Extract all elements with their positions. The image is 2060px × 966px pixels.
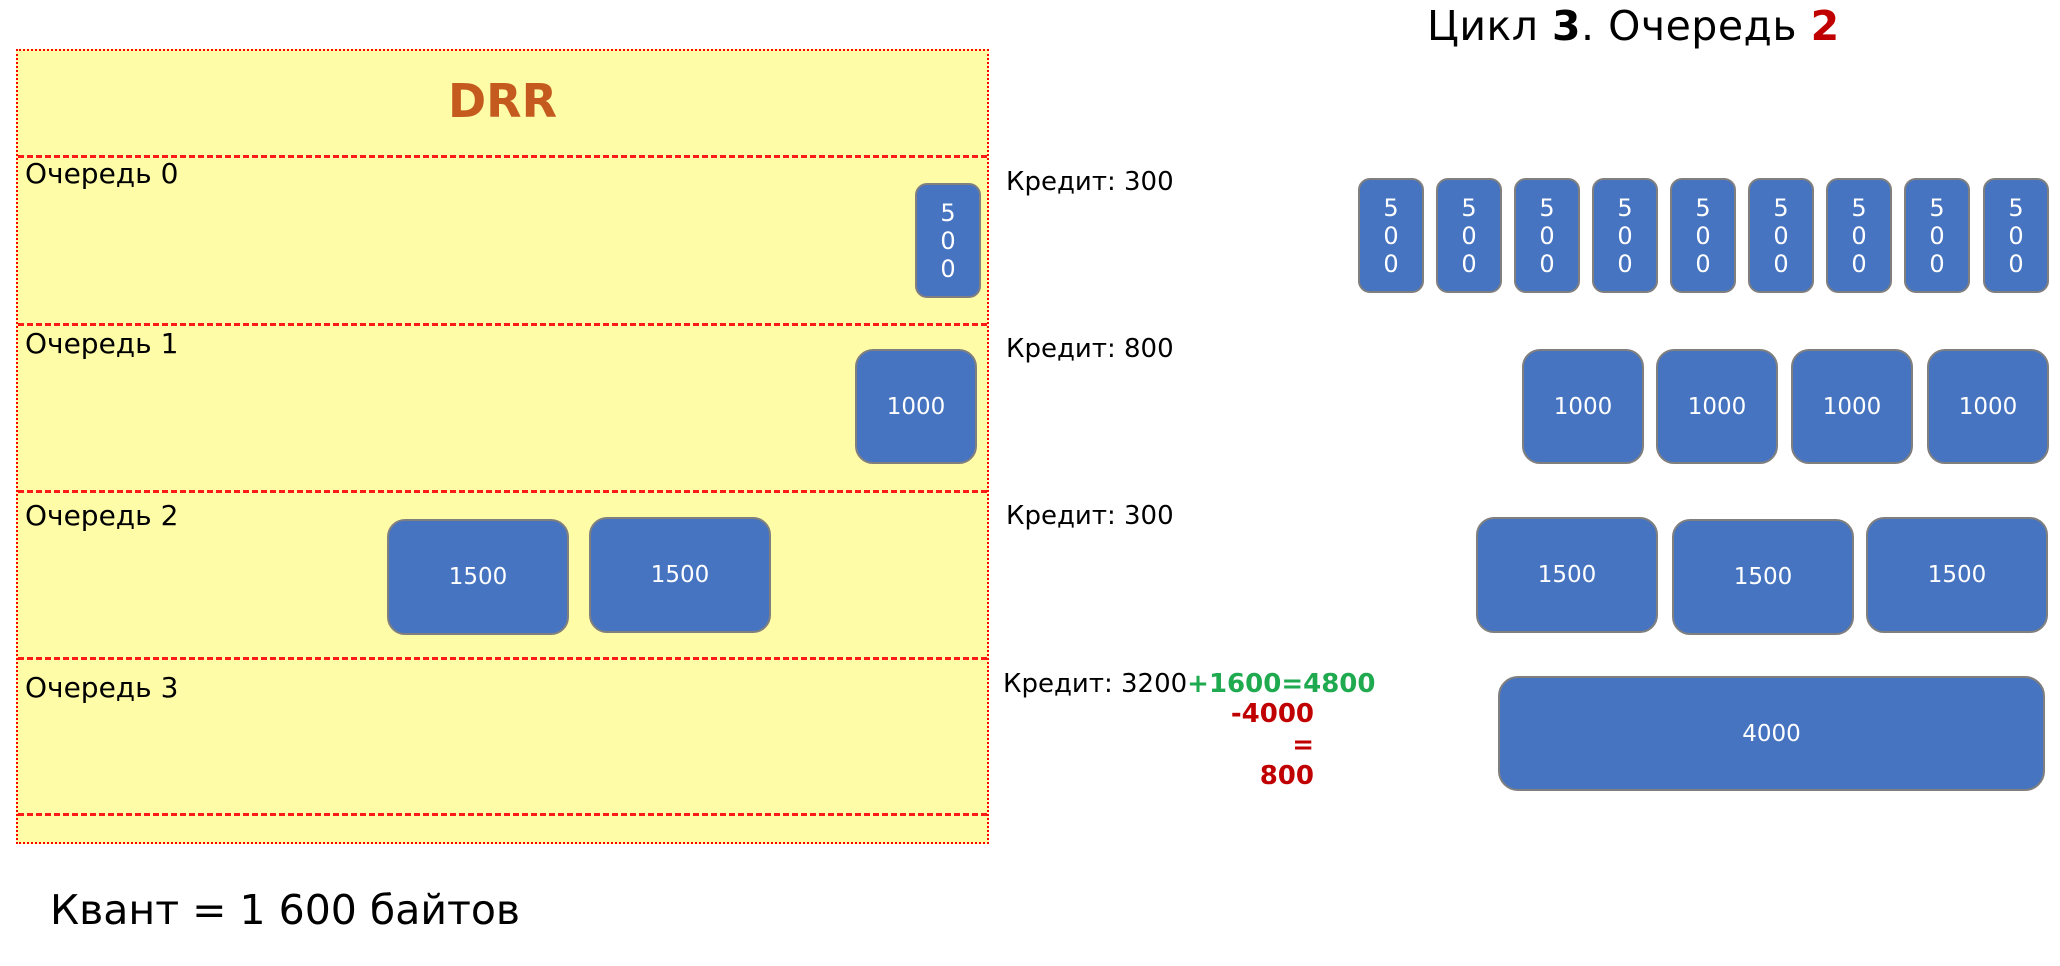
packet-digit: 5 <box>1617 193 1633 222</box>
packet-digit: 0 <box>1695 249 1711 278</box>
queue-3-credit-added: +1600=4800 <box>1187 669 1376 699</box>
queue-1-label: Очередь 1 <box>25 327 179 360</box>
queue-3-credit-base: Кредит: 3200 <box>1003 669 1188 699</box>
queue-1-packet: 1000 <box>855 349 977 464</box>
queue-3-credit: Кредит: 3200+1600=4800 <box>1003 668 1375 700</box>
cycle-header: Цикл 3. Очередь 2 <box>1427 0 1840 52</box>
queue-separator <box>18 490 987 493</box>
sent-queue-3-packet: 4000 <box>1498 676 2045 791</box>
queue-separator <box>18 323 987 326</box>
queue-separator <box>18 657 987 660</box>
queue-separator <box>18 155 987 158</box>
packet-digit: 5 <box>1539 193 1555 222</box>
packet-digit: 0 <box>1695 221 1711 250</box>
packet-digit: 0 <box>2008 249 2024 278</box>
queue-number: 2 <box>1810 2 1840 50</box>
cycle-number: 3 <box>1551 2 1582 50</box>
drr-title: DRR <box>447 74 558 128</box>
sent-queue-2-packet: 1500 <box>1476 517 1658 633</box>
queue-3-credit-equals: = <box>1292 730 1314 760</box>
queue-0-label: Очередь 0 <box>25 157 179 190</box>
packet-digit: 0 <box>1929 249 1945 278</box>
queue-separator <box>18 813 987 816</box>
queue-2-packet: 1500 <box>589 517 771 633</box>
queue-2-label: Очередь 2 <box>25 499 179 532</box>
packet-digit: 0 <box>1383 249 1399 278</box>
packet-digit: 0 <box>1851 249 1867 278</box>
packet-digit: 0 <box>1773 221 1789 250</box>
packet-digit: 5 <box>1695 193 1711 222</box>
sent-queue-1-packet: 1000 <box>1927 349 2049 464</box>
packet-digit: 0 <box>1617 249 1633 278</box>
queue-0-credit: Кредит: 300 <box>1006 167 1174 197</box>
packet-digit: 0 <box>2008 221 2024 250</box>
packet-digit: 0 <box>1383 221 1399 250</box>
queue-2-packet: 1500 <box>387 519 569 635</box>
queue-2-credit: Кредит: 300 <box>1006 501 1174 531</box>
queue-3-credit-result: 800 <box>1259 761 1314 791</box>
queue-3-label: Очередь 3 <box>25 671 179 704</box>
packet-digit: 0 <box>940 226 956 255</box>
packet-digit: 5 <box>940 198 956 227</box>
packet-digit: 0 <box>940 254 956 283</box>
sent-queue-1-packet: 1000 <box>1791 349 1913 464</box>
packet-digit: 5 <box>1929 193 1945 222</box>
packet-digit: 0 <box>1851 221 1867 250</box>
packet-digit: 0 <box>1461 221 1477 250</box>
packet-digit: 0 <box>1539 221 1555 250</box>
sent-queue-1-packet: 1000 <box>1656 349 1778 464</box>
queue-3-credit-subtract: -4000 <box>1230 699 1314 729</box>
packet-digit: 0 <box>1929 221 1945 250</box>
packet-digit: 0 <box>1461 249 1477 278</box>
cycle-middle: . Очередь <box>1581 2 1811 50</box>
drr-panel: DRR Очередь 0 Очередь 1 Очередь 2 Очеред… <box>16 49 989 844</box>
packet-digit: 5 <box>2008 193 2024 222</box>
sent-queue-1-packet: 1000 <box>1522 349 1644 464</box>
packet-digit: 5 <box>1383 193 1399 222</box>
packet-digit: 0 <box>1539 249 1555 278</box>
sent-queue-2-packet: 1500 <box>1866 517 2048 633</box>
packet-digit: 5 <box>1851 193 1867 222</box>
packet-digit: 5 <box>1461 193 1477 222</box>
cycle-prefix: Цикл <box>1427 2 1552 50</box>
queue-1-credit: Кредит: 800 <box>1006 334 1174 364</box>
quantum-label: Квант = 1 600 байтов <box>50 886 521 934</box>
sent-queue-2-packet: 1500 <box>1672 519 1854 635</box>
packet-digit: 0 <box>1773 249 1789 278</box>
packet-digit: 5 <box>1773 193 1789 222</box>
packet-digit: 0 <box>1617 221 1633 250</box>
